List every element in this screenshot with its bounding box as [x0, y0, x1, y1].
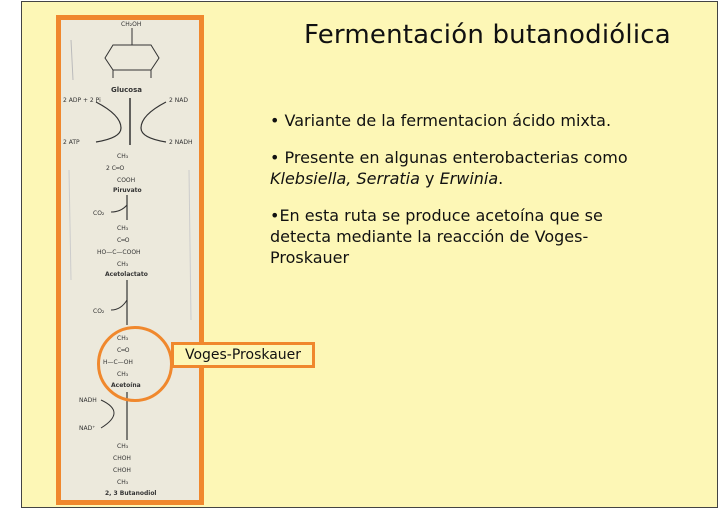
svg-text:CH₂OH: CH₂OH: [121, 21, 141, 28]
pathway-svg: CH₂OH Glucosa 2 ADP + 2 Pi 2 ATP 2 NAD 2…: [63, 21, 192, 497]
bullet-list: • Variante de la fermentacion ácido mixt…: [270, 110, 680, 284]
pyruvate-label: Piruvato: [113, 187, 142, 194]
bullet-2: • Presente en algunas enterobacterias co…: [270, 147, 680, 189]
svg-text:CH₃: CH₃: [117, 443, 129, 450]
bullet-1-text: • Variante de la fermentacion ácido mixt…: [270, 111, 612, 130]
acetolactate-label: Acetolactato: [105, 271, 148, 278]
bullet-2-line-1: • Presente en algunas enterobacterias co…: [270, 148, 628, 167]
glucose-structure: [104, 28, 160, 78]
bullet-2-line-2: Klebsiella, Serratia y Erwinia.: [270, 169, 504, 188]
bullet-3-line-3: Proskauer: [270, 248, 350, 267]
slide-title: Fermentación butanodiólica: [304, 20, 671, 50]
svg-text:COOH: COOH: [117, 177, 135, 184]
svg-text:CH₃: CH₃: [117, 261, 129, 268]
bullet-3-line-2: detecta mediante la reacción de Voges-: [270, 227, 589, 246]
atp-label: 2 ATP: [63, 139, 80, 146]
nadh-label-2: NADH: [79, 397, 97, 404]
voges-proskauer-label: Voges-Proskauer: [171, 342, 315, 368]
co2-label-1: CO₂: [93, 210, 105, 217]
svg-text:CHOH: CHOH: [113, 455, 131, 462]
butanediol-label: 2, 3 Butanodiol: [105, 490, 157, 497]
organism-erwinia: Erwinia: [439, 169, 499, 188]
svg-text:C═O: C═O: [117, 237, 130, 244]
bullet-1: • Variante de la fermentacion ácido mixt…: [270, 110, 680, 131]
nad-label-2: NAD⁺: [79, 425, 95, 432]
bullet-3: •En esta ruta se produce acetoína que se…: [270, 205, 680, 268]
svg-text:CH₃: CH₃: [117, 153, 129, 160]
pathway-diagram: CH₂OH Glucosa 2 ADP + 2 Pi 2 ATP 2 NAD 2…: [56, 15, 204, 505]
bullet-3-line-1: •En esta ruta se produce acetoína que se: [270, 206, 603, 225]
svg-text:2 C═O: 2 C═O: [106, 165, 125, 172]
adp-label: 2 ADP + 2 Pi: [63, 97, 101, 104]
co2-label-2: CO₂: [93, 308, 105, 315]
organism-serratia: Serratia: [356, 169, 420, 188]
nadh-label: 2 NADH: [169, 139, 192, 146]
glucose-label: Glucosa: [111, 86, 142, 94]
svg-text:CHOH: CHOH: [113, 467, 131, 474]
organism-klebsiella: Klebsiella: [270, 169, 347, 188]
svg-text:CH₃: CH₃: [117, 225, 129, 232]
acetoin-highlight-circle: [97, 326, 173, 402]
svg-text:HO—C—COOH: HO—C—COOH: [97, 249, 141, 256]
svg-text:CH₃: CH₃: [117, 479, 129, 486]
nad-label: 2 NAD: [169, 97, 188, 104]
